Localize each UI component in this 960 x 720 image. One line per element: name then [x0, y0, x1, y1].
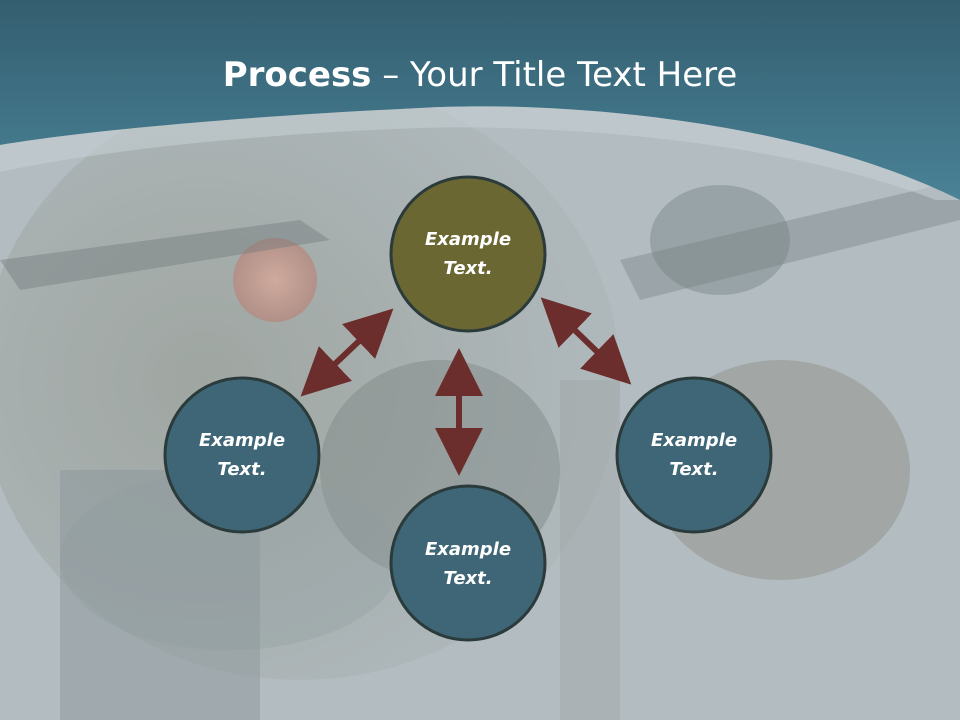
- node-label-right: Example Text.: [650, 430, 738, 480]
- node-label-left: Example Text.: [198, 430, 286, 480]
- node-label-bottom: Example Text.: [424, 539, 512, 589]
- slide-title: Process – Your Title Text Here: [0, 50, 960, 100]
- node-circle-top[interactable]: [389, 175, 547, 333]
- arrow-top-right: [540, 297, 632, 385]
- title-rest-text: – Your Title Text Here: [371, 55, 738, 95]
- node-circle-bottom[interactable]: [389, 484, 547, 642]
- node-circle-left[interactable]: [163, 376, 321, 534]
- title-bold-text: Process: [222, 55, 372, 95]
- header-band: [0, 0, 960, 200]
- node-circle-right[interactable]: [615, 376, 773, 534]
- node-label-top: Example Text.: [424, 229, 512, 279]
- arrow-top-left: [300, 308, 394, 397]
